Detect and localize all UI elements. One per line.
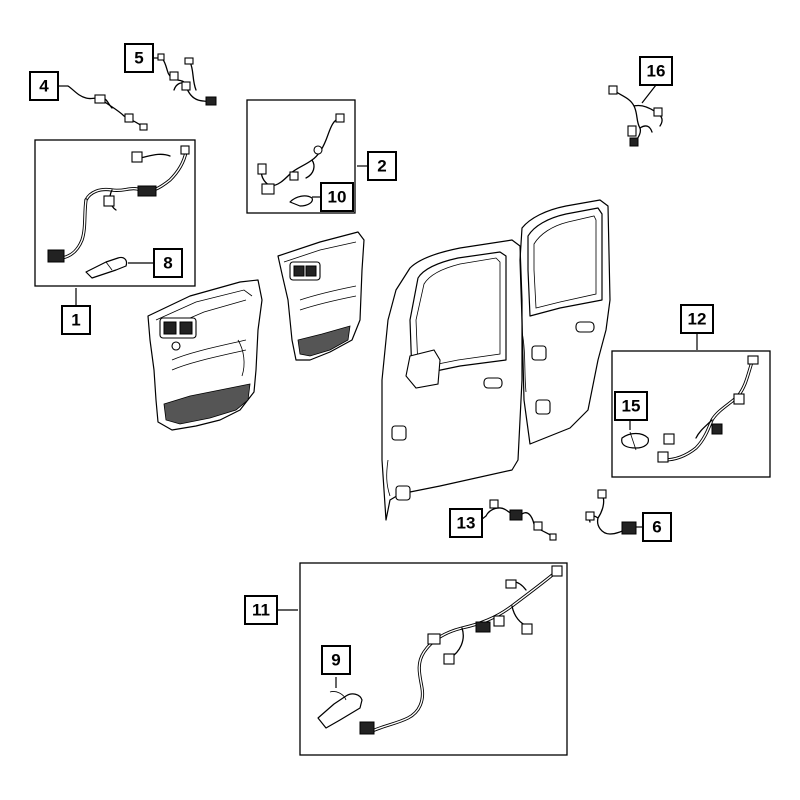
callout-8: 8 [153, 248, 183, 278]
callout-label-9: 9 [331, 651, 340, 670]
front-door-trim-panel [147, 279, 263, 431]
callout-label-16: 16 [647, 62, 666, 81]
wire-harness-part-4 [67, 85, 148, 131]
tie-strap-part-8 [85, 256, 128, 279]
callout-10: 10 [320, 182, 354, 212]
wire-harness-part-2 [257, 113, 345, 195]
tie-strap-part-9 [317, 691, 363, 729]
callout-4: 4 [29, 71, 59, 101]
group-frame-12 [611, 350, 771, 478]
wire-harness-part-16 [608, 85, 663, 147]
callout-5: 5 [124, 43, 154, 73]
callout-label-4: 4 [39, 77, 49, 96]
rear-door-trim-panel [277, 231, 365, 361]
wire-harness-part-6 [585, 489, 637, 535]
callout-label-12: 12 [688, 310, 707, 329]
callout-13: 13 [449, 508, 483, 538]
callout-label-2: 2 [377, 157, 386, 176]
callout-label-11: 11 [252, 601, 270, 620]
group-frame-11 [299, 562, 568, 756]
callout-6: 6 [642, 512, 672, 542]
leader-16 [641, 84, 657, 104]
callout-16: 16 [639, 56, 673, 86]
tie-strap-part-10 [289, 195, 313, 207]
group-frame-2 [246, 99, 356, 214]
callout-11: 11 [244, 595, 278, 625]
callout-label-15: 15 [622, 397, 641, 416]
callout-label-5: 5 [134, 49, 143, 68]
wire-harness-part-13 [485, 499, 557, 541]
tie-strap-part-15 [621, 431, 649, 451]
callout-12: 12 [680, 304, 714, 334]
group-frame-1 [34, 139, 196, 287]
callout-label-8: 8 [163, 254, 172, 273]
callout-label-10: 10 [328, 188, 347, 207]
callout-1: 1 [61, 305, 91, 335]
callout-2: 2 [367, 151, 397, 181]
wire-harness-part-1 [47, 145, 190, 263]
rear-door [519, 199, 611, 445]
wire-harness-part-5 [157, 53, 217, 106]
callout-label-6: 6 [652, 518, 661, 537]
front-door [381, 239, 523, 521]
callout-9: 9 [321, 645, 351, 675]
callout-label-1: 1 [71, 311, 80, 330]
callout-label-13: 13 [457, 514, 476, 533]
wire-harness-part-12 [657, 355, 759, 463]
callout-15: 15 [614, 391, 648, 421]
wire-harness-part-11 [359, 565, 563, 735]
